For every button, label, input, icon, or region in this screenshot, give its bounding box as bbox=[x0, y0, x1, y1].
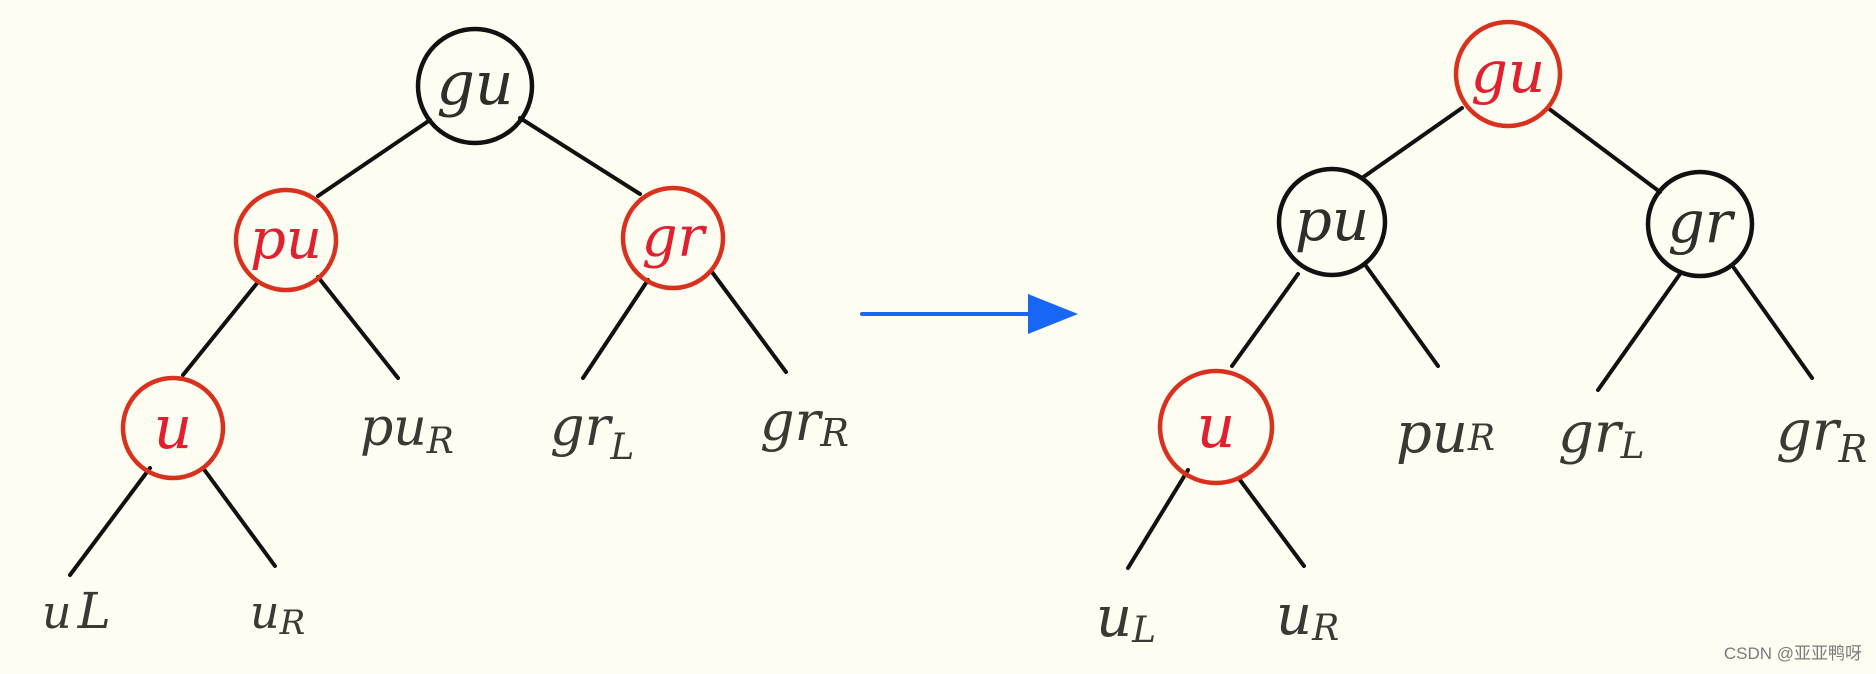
watermark: CSDN @亚亚鸭呀 bbox=[1723, 644, 1862, 663]
before-node-u-label: u bbox=[154, 393, 193, 463]
after-leaf-grL: grL bbox=[1558, 401, 1645, 467]
after-node-gr: gr bbox=[1645, 169, 1755, 279]
after-edge-gu-pu bbox=[1360, 106, 1464, 180]
after-node-u: u bbox=[1157, 368, 1275, 486]
before-edge-u-uL bbox=[68, 466, 152, 577]
before-node-gr-label: gr bbox=[642, 205, 708, 270]
before-leaf-grL: grL bbox=[550, 395, 634, 468]
after-edge-gr-grL bbox=[1596, 272, 1682, 392]
before-edge-gu-gr bbox=[518, 116, 642, 196]
after-edge-gr-grR bbox=[1732, 266, 1814, 380]
after-node-gu-label: gu bbox=[1471, 38, 1545, 106]
after-leaf-uL: uL bbox=[1096, 585, 1156, 651]
before-leaf-grR: grR bbox=[760, 390, 849, 455]
before-edge-gr-grL bbox=[581, 278, 650, 380]
after-edge-u-uR bbox=[1238, 478, 1306, 568]
right-arrow-icon bbox=[860, 294, 1078, 334]
after-node-pu: pu bbox=[1276, 166, 1388, 278]
before-node-u: u bbox=[120, 375, 226, 481]
after-leaf-puR: puR bbox=[1396, 401, 1495, 466]
before-leaf-puR: puR bbox=[360, 398, 454, 462]
after-edge-pu-puR bbox=[1364, 264, 1440, 368]
after-node-gr-label: gr bbox=[1668, 188, 1736, 256]
before-edge-gu-pu bbox=[316, 118, 432, 198]
after-node-pu-label: pu bbox=[1295, 186, 1369, 254]
before-node-gr: gr bbox=[620, 185, 726, 291]
after-tree: gu pu gr u uL uR puR grL grR bbox=[1096, 19, 1867, 651]
after-edge-pu-u bbox=[1230, 272, 1300, 368]
before-edge-u-uR bbox=[201, 466, 277, 568]
before-edge-gr-grR bbox=[710, 270, 788, 374]
after-leaf-grR: grR bbox=[1776, 399, 1867, 471]
before-leaf-uR: uR bbox=[250, 585, 305, 643]
after-edge-gu-gr bbox=[1546, 106, 1662, 194]
before-node-pu: pu bbox=[233, 187, 339, 293]
before-node-gu-label: gu bbox=[436, 49, 513, 119]
after-node-u-label: u bbox=[1197, 392, 1236, 462]
before-node-pu-label: pu bbox=[250, 207, 322, 272]
after-leaf-uR: uR bbox=[1276, 583, 1339, 649]
after-edge-u-uL bbox=[1126, 468, 1190, 570]
after-node-gu: gu bbox=[1453, 19, 1563, 129]
before-node-gu: gu bbox=[415, 26, 535, 146]
before-edge-pu-u bbox=[181, 280, 260, 377]
before-edge-pu-puR bbox=[316, 275, 400, 380]
